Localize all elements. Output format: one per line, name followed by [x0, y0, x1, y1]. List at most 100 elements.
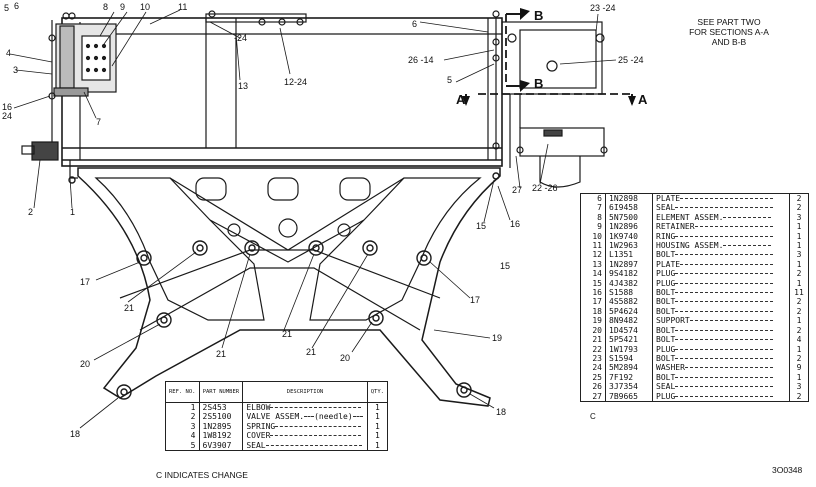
cell-qty: 3: [796, 250, 802, 260]
cell-desc: ELEMENT ASSEM.: [652, 212, 790, 223]
cell-ref: 4: [165, 431, 200, 441]
callout-c19: 19: [492, 333, 503, 343]
cell-ref: 17: [580, 297, 606, 307]
cell-qty: 1: [796, 372, 802, 382]
cell-pn: 1W2963: [605, 241, 653, 251]
cell-pn: 2S453: [199, 402, 244, 413]
cell-desc: SEAL: [652, 203, 790, 213]
leader-dots: [675, 376, 774, 378]
cell-pn: 1N2897: [605, 259, 653, 270]
section-tag-b-top: B: [534, 8, 544, 23]
cell-desc: PLATE: [652, 193, 790, 204]
cell-desc: WASHER: [652, 363, 790, 373]
callout-c17a: 17: [80, 277, 91, 287]
cell-pn: 8N9482: [605, 316, 653, 326]
cell-pn: 2S5100: [199, 412, 244, 422]
cell-pn: 6I9458: [605, 203, 653, 213]
leader-dots: [675, 292, 774, 294]
cell-desc: PLUG: [652, 278, 790, 289]
callout-c3: 3: [13, 65, 19, 75]
leader-dots: [675, 386, 774, 388]
leader-dots: [675, 207, 774, 209]
cell-ref: 27: [580, 391, 606, 402]
cell-qty: 1: [796, 241, 802, 251]
cell-ref: 12: [580, 250, 606, 260]
cell-qty: 1: [796, 316, 802, 326]
cell-ref: 5: [165, 440, 200, 451]
cell-ref: 23: [580, 353, 606, 364]
callout-c15a: 15: [476, 221, 487, 231]
cell-ref: 19: [580, 316, 606, 326]
callout-c10: 10: [140, 2, 151, 12]
change-mark: C: [590, 412, 596, 421]
cell-desc: VALVE ASSEM.(needle): [242, 412, 368, 422]
cell-desc: PLUG: [652, 269, 790, 279]
callout-c21d: 21: [306, 347, 317, 357]
callout-c9: 9: [120, 2, 126, 12]
cell-desc: RETAINER: [652, 222, 790, 232]
cell-ref: 20: [580, 325, 606, 336]
see-part-two-note: SEE PART TWO FOR SECTIONS A-A AND B-B: [674, 17, 784, 47]
cell-ref: 6: [580, 193, 606, 204]
callout-c22_26: 22 -26: [532, 183, 558, 193]
cell-desc: HOUSING ASSEM.: [652, 241, 790, 251]
cell-pn: 5P4624: [605, 306, 653, 317]
callout-c21c: 21: [282, 329, 293, 339]
leader-dots: [675, 357, 774, 359]
leader-dots: [675, 235, 774, 237]
cell-pn: 1K9740: [605, 231, 653, 242]
cell-pn: 7B9665: [605, 391, 653, 402]
cell-desc: PLATE: [652, 259, 790, 270]
cell-qty: 1: [796, 259, 802, 269]
callout-c6: 6: [14, 1, 20, 11]
callout-c17b: 17: [470, 295, 481, 305]
callout-c12_24: 12-24: [284, 77, 308, 87]
cell-qty: 1: [374, 431, 380, 441]
cell-qty: 2: [796, 297, 802, 307]
callout-c2: 2: [28, 207, 34, 217]
header-part-number: PART NUMBER: [199, 381, 244, 403]
cell-qty: 1: [796, 231, 802, 241]
note-line-2: FOR SECTIONS A-A: [689, 27, 769, 37]
cell-desc: BOLT: [652, 372, 790, 383]
cell-pn: 4J4382: [605, 278, 653, 289]
callout-c6b: 6: [412, 19, 418, 29]
cell-ref: 10: [580, 231, 606, 242]
callout-c23_24: 23 -24: [590, 3, 616, 13]
leader-dots: [694, 226, 773, 228]
table-header-row: REF. NO. PART NUMBER DESCRIPTION QTY.: [165, 381, 388, 403]
leader-dots: [675, 254, 774, 256]
leader-dots: [304, 416, 315, 418]
cell-ref: 2: [165, 412, 200, 422]
cell-desc: PLUG: [652, 344, 790, 354]
callout-c27: 27: [512, 185, 523, 195]
cell-qty: 2: [796, 269, 802, 279]
cell-qty: 9: [796, 363, 802, 373]
note-line-3: AND B-B: [711, 37, 747, 47]
cell-qty: 1: [796, 278, 802, 288]
cell-qty: 2: [796, 325, 802, 335]
leader-dots: [675, 348, 774, 350]
cell-desc: BOLT: [652, 250, 790, 260]
cell-qty: 4: [796, 335, 802, 345]
cell-pn: 4S5882: [605, 297, 653, 307]
leader-dots: [675, 339, 774, 341]
leader-dots: [723, 245, 772, 247]
header-qty: QTY.: [367, 381, 388, 403]
leader-dots: [675, 282, 774, 284]
cell-pn: S1588: [605, 288, 653, 298]
cell-desc: COVER: [242, 431, 368, 441]
cell-desc: BOLT: [652, 297, 790, 307]
cell-pn: S1594: [605, 353, 653, 364]
header-description: DESCRIPTION: [242, 381, 368, 403]
callout-c15b: 15: [500, 261, 511, 271]
section-arrows: [462, 8, 636, 106]
